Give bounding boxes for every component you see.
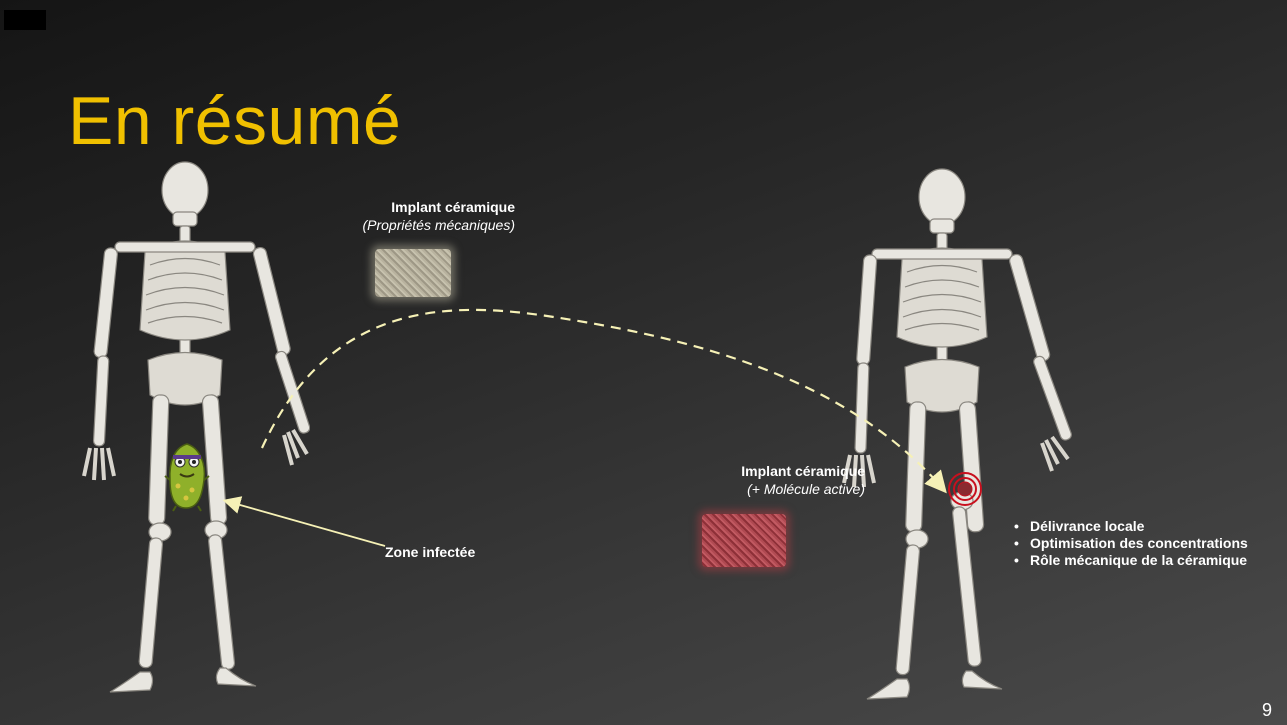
slide-title: En résumé — [68, 82, 401, 160]
skeleton-icon — [60, 160, 310, 700]
implant-top-subtitle: (Propriétés mécaniques) — [362, 217, 515, 233]
page-number: 9 — [1262, 700, 1272, 721]
implant-block-icon — [375, 249, 451, 297]
implant-bottom-title: Implant céramique — [741, 463, 865, 479]
list-item: Rôle mécanique de la céramique — [1014, 552, 1274, 569]
list-item: Délivrance locale — [1014, 518, 1274, 535]
skeleton-icon — [812, 165, 1072, 705]
zone-infected-label: Zone infectée — [385, 544, 475, 560]
implant-top-title: Implant céramique — [391, 199, 515, 215]
corner-mark — [4, 10, 46, 30]
implant-bottom-label: Implant céramique (+ Molécule active) — [600, 462, 865, 498]
implant-bottom-subtitle: (+ Molécule active) — [747, 481, 865, 497]
benefits-list: Délivrance locale Optimisation des conce… — [1014, 518, 1274, 569]
implant-block-icon — [702, 514, 786, 567]
target-icon — [946, 470, 984, 508]
implant-top-label: Implant céramique (Propriétés mécaniques… — [250, 198, 515, 234]
list-item: Optimisation des concentrations — [1014, 535, 1274, 552]
microbe-icon — [164, 440, 210, 512]
